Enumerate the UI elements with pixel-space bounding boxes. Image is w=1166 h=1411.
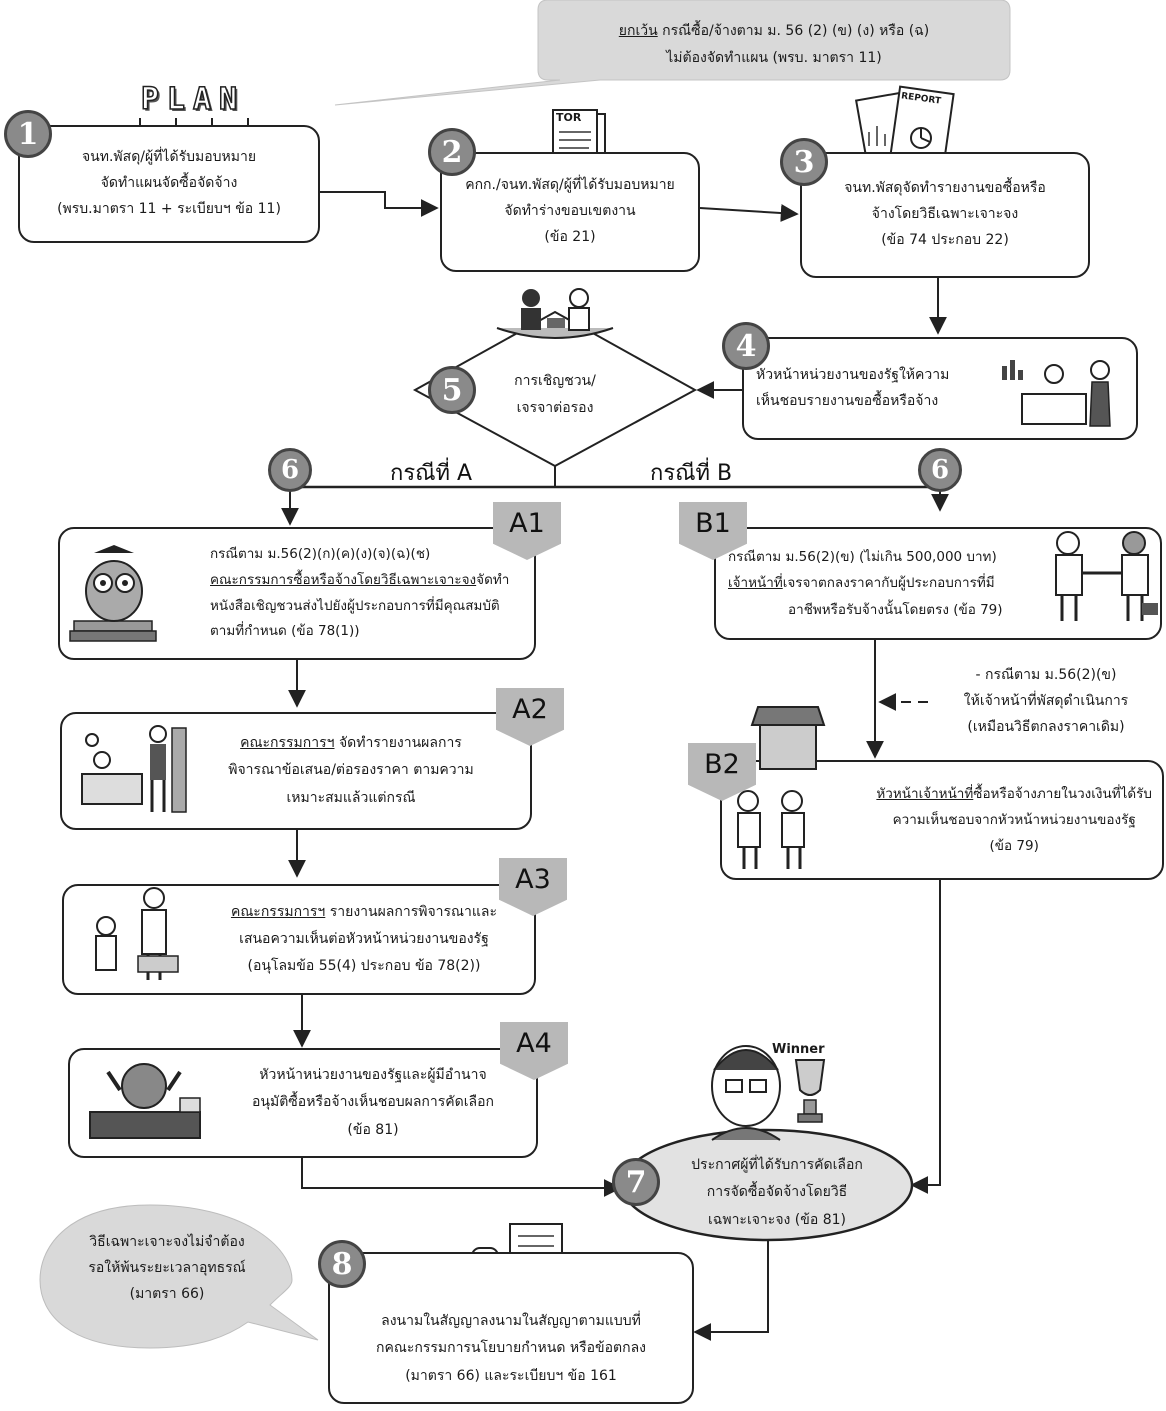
step-5-line-1: การเชิญชวน/ — [514, 373, 596, 389]
step-7-line-2: การจัดซื้อจัดจ้างโดยวิธี — [706, 1184, 848, 1201]
step-3-badge: 3 — [780, 138, 828, 186]
exception-line-1: กรณีซื้อ/จ้างตาม ม. 56 (2) (ข) (ง) หรือ … — [657, 23, 930, 39]
step-7-text: ประกาศผู้ที่ได้รับการคัดเลือก การจัดซื้อ… — [652, 1152, 902, 1234]
a4-line-2: อนุมัติซื้อหรือจ้างเห็นชอบผลการคัดเลือก — [252, 1094, 494, 1111]
appeal-callout-text: วิธีเฉพาะเจาะจงไม่จำต้อง รอให้พ้นระยะเวล… — [42, 1230, 292, 1308]
a1-line-3: หนังสือเชิญชวนส่งไปยังผู้ประกอบการที่มีค… — [210, 597, 500, 614]
owl-on-books-icon — [69, 545, 157, 642]
b1-line-2-rest: เจรจาตกลงราคากับผู้ประกอบการที่มี — [782, 575, 995, 592]
a3-line-1-underlined: คณะกรรมการฯ — [230, 903, 326, 920]
step-3-line-1: จนท.พัสดุจัดทำรายงานขอซื้อหรือ — [844, 180, 1046, 197]
step-3-box: จนท.พัสดุจัดทำรายงานขอซื้อหรือ จ้างโดยวิ… — [800, 152, 1090, 278]
a3-line-3: (อนุโลมข้อ 55(4) ประกอบ ข้อ 78(2)) — [247, 958, 481, 975]
step-8-line-2: กคณะกรรมการนโยบายกำหนด หรือข้อตกลง — [376, 1340, 646, 1357]
step-8-line-1: ลงนามในสัญญาลงนามในสัญญาตามแบบที่ — [381, 1313, 641, 1330]
a2-box: คณะกรรมการฯ จัดทำรายงานผลการ พิจารณาข้อเ… — [60, 712, 532, 830]
step-6-badge-a: 6 — [268, 448, 312, 492]
b2-line-3: (ข้อ 79) — [989, 838, 1039, 855]
a1-line-1: กรณีตาม ม.56(2)(ก)(ค)(ง)(จ)(ฉ)(ช) — [210, 546, 431, 563]
step-1-line-3: (พรบ.มาตรา 11 + ระเบียบฯ ข้อ 11) — [57, 200, 281, 217]
winner-trophy-icon — [711, 1045, 826, 1141]
step-5-text: การเชิญชวน/ เจรจาต่อรอง — [440, 368, 670, 421]
a2-line-2: พิจารณาข้อเสนอ/ต่อรองราคา ตามความ — [228, 762, 474, 779]
step-8-box: ลงนามในสัญญาลงนามในสัญญาตามแบบที่ กคณะกร… — [328, 1252, 694, 1404]
case-a-label: กรณีที่ A — [390, 461, 473, 486]
step-2-line-2: จัดทำร่างขอบเขตงาน — [504, 203, 636, 220]
step-7-line-3: เฉพาะเจาะจง (ข้อ 81) — [708, 1211, 846, 1228]
step-1-line-2: จัดทำแผนจัดซื้อจัดจ้าง — [100, 175, 238, 192]
a2-line-3: เหมาะสมแล้วแต่กรณี — [286, 789, 416, 806]
step-2-badge: 2 — [428, 128, 476, 176]
step-2-line-1: คกก./จนท.พัสดุ/ผู้ที่ได้รับมอบหมาย — [465, 177, 675, 194]
step-7-badge: 7 — [612, 1158, 660, 1206]
step-1-box: จนท.พัสดุ/ผู้ที่ได้รับมอบหมาย จัดทำแผนจั… — [18, 125, 320, 243]
step-3-line-3: (ข้อ 74 ประกอบ 22) — [881, 231, 1009, 248]
a2-line-1-underlined: คณะกรรมการฯ — [240, 735, 335, 752]
negotiation-meeting-icon — [496, 288, 614, 339]
a1-line-4: ตามที่กำหนด (ข้อ 78(1)) — [210, 623, 360, 640]
exception-callout-text: ยกเว้น กรณีซื้อ/จ้างตาม ม. 56 (2) (ข) (ง… — [538, 18, 1010, 71]
winner-label: Winner — [772, 1042, 825, 1057]
step-4-line-2: เห็นชอบรายงานขอซื้อหรือจ้าง — [756, 392, 939, 409]
a1-line-2-rest: จัดทำ — [476, 571, 510, 588]
tor-word: TOR — [556, 111, 582, 124]
step-4-badge: 4 — [722, 322, 770, 370]
a4-line-3: (ข้อ 81) — [347, 1121, 399, 1138]
a3-line-2: เสนอความเห็นต่อหัวหน้าหน่วยงานของรัฐ — [239, 930, 489, 947]
b1-line-1: กรณีตาม ม.56(2)(ข) (ไม่เกิน 500,000 บาท) — [728, 549, 997, 566]
a1-line-2-underlined: คณะกรรมการซื้อหรือจ้างโดยวิธีเฉพาะเจาะจง — [210, 571, 477, 588]
case-b-label: กรณีที่ B — [650, 461, 733, 486]
b-note-line-1: - กรณีตาม ม.56(2)(ข) — [975, 667, 1117, 683]
b1-line-2-underlined: เจ้าหน้าที่ — [728, 575, 783, 592]
plan-word: PLAN — [140, 81, 246, 118]
committee-at-desk-icon — [81, 725, 187, 813]
b-note-line-2: ให้เจ้าหน้าที่พัสดุดำเนินการ — [963, 692, 1129, 709]
step-6-badge-b: 6 — [918, 448, 962, 492]
step-2-line-3: (ข้อ 21) — [544, 228, 596, 245]
b-note-line-3: (เหมือนวิธีตกลงราคาเดิม) — [967, 718, 1125, 735]
b1-line-3: อาชีพหรือรับจ้างนั้นโดยตรง (ข้อ 79) — [788, 601, 1003, 618]
approver-at-desk-icon — [1002, 360, 1111, 427]
exception-lead: ยกเว้น — [618, 23, 658, 39]
step-7-line-1: ประกาศผู้ที่ได้รับการคัดเลือก — [691, 1157, 863, 1173]
b1-box: กรณีตาม ม.56(2)(ข) (ไม่เกิน 500,000 บาท)… — [714, 527, 1162, 640]
b2-line-1-rest: ซื้อหรือจ้างภายในวงเงินที่ได้รับ — [973, 785, 1152, 802]
step-1-line-1: จนท.พัสดุ/ผู้ที่ได้รับมอบหมาย — [81, 149, 257, 166]
appeal-callout-bubble — [39, 1204, 319, 1349]
step-2-box: คกก./จนท.พัสดุ/ผู้ที่ได้รับมอบหมาย จัดทำ… — [440, 152, 700, 272]
a2-line-1-rest: จัดทำรายงานผลการ — [334, 735, 462, 752]
b-note: - กรณีตาม ม.56(2)(ข) ให้เจ้าหน้าที่พัสดุ… — [940, 663, 1152, 741]
appeal-line-1: วิธีเฉพาะเจาะจงไม่จำต้อง — [89, 1234, 245, 1250]
executive-approving-icon — [89, 1063, 201, 1139]
plan-illustration: PLAN — [118, 81, 268, 126]
b2-line-1-underlined: หัวหน้าเจ้าหน้าที่ — [876, 785, 974, 802]
presenting-committee-icon — [95, 887, 179, 980]
step-8-line-3: (มาตรา 66) และระเบียบฯ ข้อ 161 — [405, 1367, 617, 1384]
shop-and-buyers-icon — [737, 706, 826, 869]
step-1-badge: 1 — [4, 110, 52, 158]
step-5-line-2: เจรจาต่อรอง — [516, 399, 594, 416]
b2-line-2: ความเห็นชอบจากหัวหน้าหน่วยงานของรัฐ — [892, 811, 1136, 828]
appeal-line-2: รอให้พ้นระยะเวลาอุทธรณ์ — [88, 1259, 246, 1276]
step-5-badge: 5 — [428, 366, 476, 414]
step-4-line-1: หัวหน้าหน่วยงานของรัฐให้ความ — [756, 366, 950, 383]
a4-line-1: หัวหน้าหน่วยงานของรัฐและผู้มีอำนาจ — [259, 1067, 487, 1084]
step-3-line-2: จ้างโดยวิธีเฉพาะเจาะจง — [871, 206, 1019, 223]
exception-callout-bubble — [334, 0, 1011, 106]
a3-line-1-rest: รายงานผลการพิจารณาและ — [325, 903, 498, 920]
appeal-line-3: (มาตรา 66) — [129, 1285, 205, 1302]
exception-line-2: ไม่ต้องจัดทำแผน (พรบ. มาตรา 11) — [666, 49, 882, 66]
handshake-icon — [1055, 531, 1158, 621]
step-8-badge: 8 — [318, 1240, 366, 1288]
